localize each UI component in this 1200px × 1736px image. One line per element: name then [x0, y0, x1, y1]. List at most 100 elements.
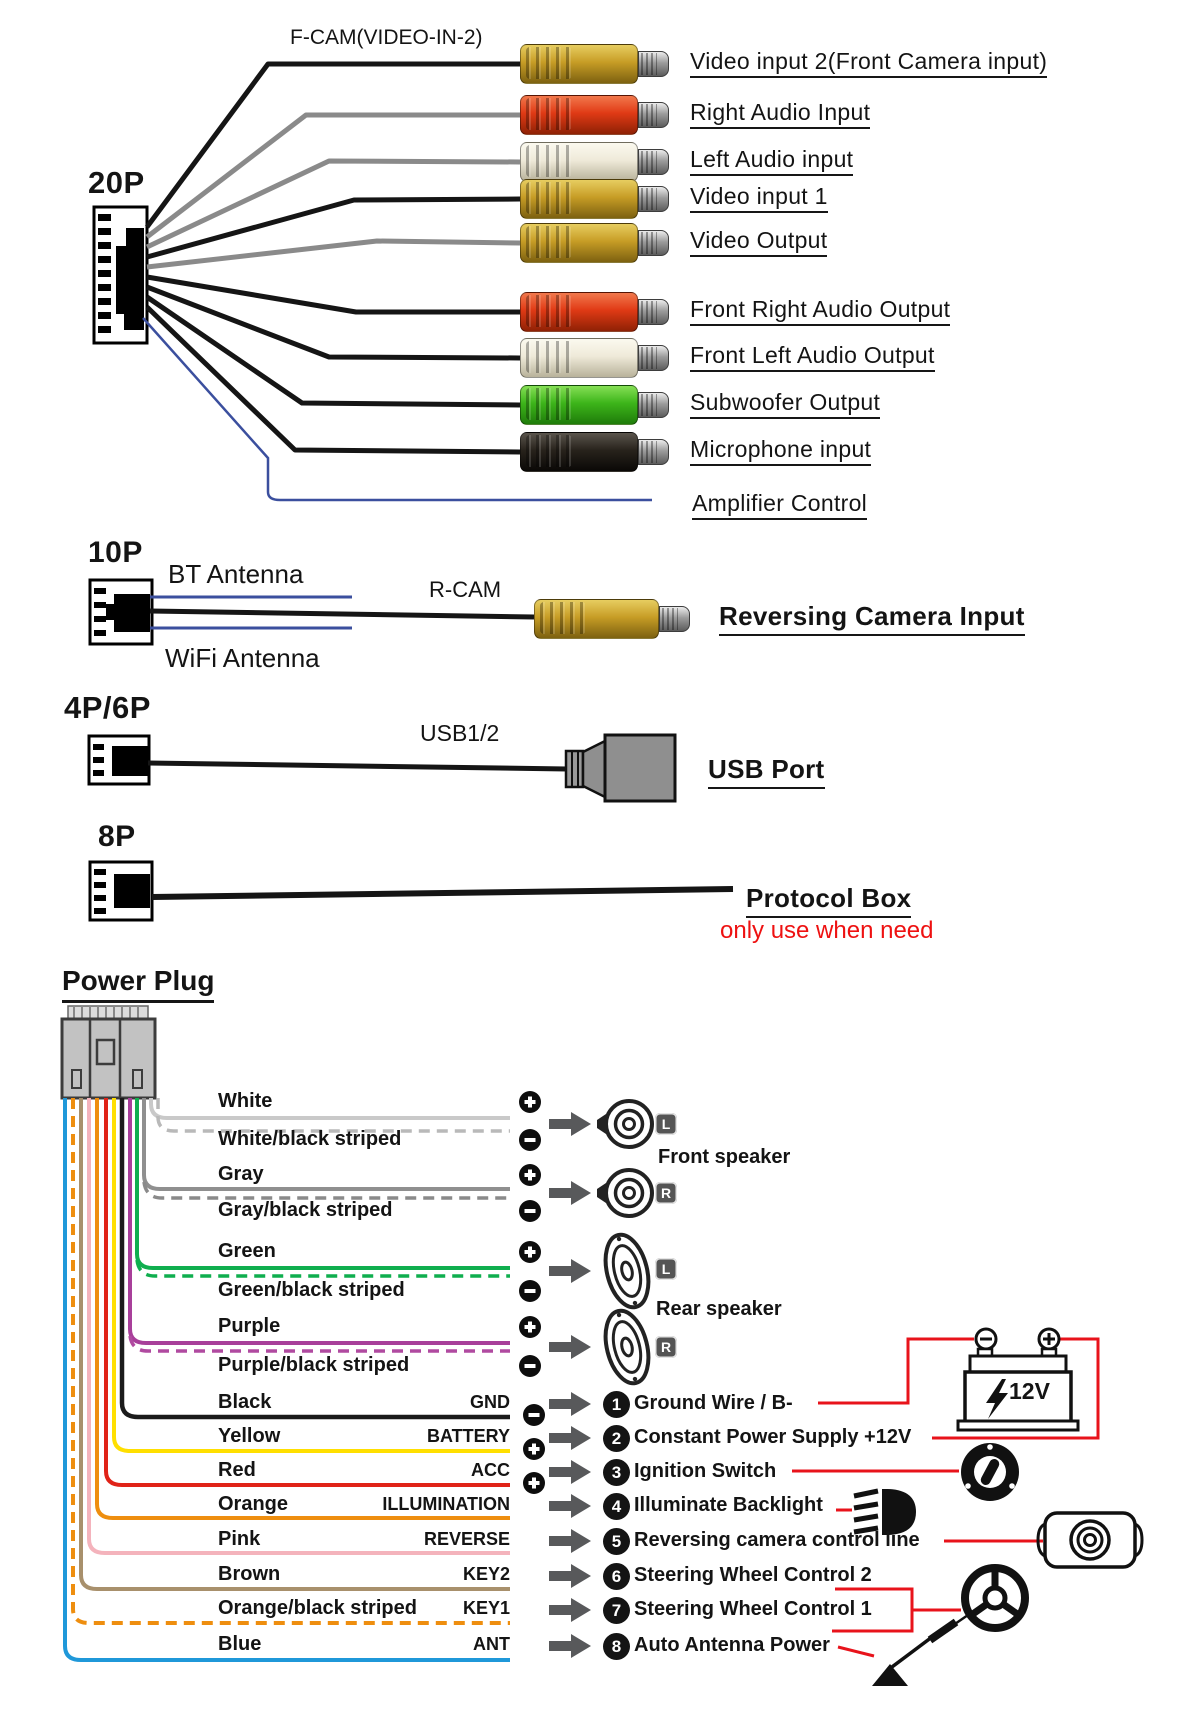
arrow-right-icon: [549, 1494, 591, 1518]
speaker-wire-positive: [135, 1098, 510, 1270]
usb-wire: [147, 760, 568, 772]
ignition-switch-icon: [961, 1443, 1019, 1501]
rca-ridges: [526, 435, 572, 467]
headlight-icon: [853, 1488, 916, 1535]
power-wire-color-label: Blue: [218, 1633, 262, 1655]
item-function-label: Auto Antenna Power: [634, 1634, 830, 1656]
speaker-wire-label-positive: Green: [218, 1240, 276, 1262]
rca-plug-yellow: [520, 44, 669, 84]
rca-body: [520, 179, 638, 219]
connector-4p6p-icon: [87, 734, 151, 786]
power-wire-designation: GND: [470, 1392, 510, 1412]
power-wire-designation: KEY1: [462, 1598, 510, 1618]
protocol-box-wire: [151, 886, 734, 900]
rear-speaker-label: Rear speaker: [656, 1298, 782, 1320]
power-wire-designation: BATTERY: [427, 1426, 510, 1446]
rca-metal-tip: [659, 606, 690, 632]
front-speaker-icon-left: [597, 1099, 654, 1149]
rca-plug-white: [520, 142, 669, 182]
rca-metal-tip: [638, 230, 669, 256]
power-wire-designation: ANT: [473, 1634, 510, 1654]
power-wire-color-label: Pink: [218, 1528, 261, 1550]
arrow-right-icon: [549, 1426, 591, 1450]
power-wire-color-label: Orange: [218, 1493, 289, 1515]
plus-icon-glyph: [524, 1169, 536, 1181]
speaker-wire-label-negative: White/black striped: [218, 1128, 402, 1150]
rca-plug-yellow: [520, 223, 669, 263]
item-function-label: Constant Power Supply +12V: [634, 1426, 912, 1448]
arrow-right-icon: [549, 1112, 591, 1136]
arrow-right-icon: [549, 1634, 591, 1658]
rca-metal-tip: [638, 345, 669, 371]
rca-plug-black: [520, 432, 669, 472]
connector-10p-title: 10P: [88, 536, 143, 569]
power-wire: [79, 1098, 510, 1591]
usb-port-label: USB Port: [708, 754, 825, 789]
speaker-wire-negative: [142, 1181, 510, 1200]
rca-row-label: Subwoofer Output: [690, 389, 881, 420]
rca-body: [520, 385, 638, 425]
usb-plug-icon: [564, 733, 677, 803]
item-function-label: Steering Wheel Control 2: [634, 1564, 872, 1586]
speaker-wire-label-negative: Purple/black striped: [218, 1354, 410, 1376]
rca-metal-tip: [638, 186, 669, 212]
rca-body: [534, 599, 659, 639]
power-wire: [71, 1098, 510, 1625]
steering-wheel-bracket-line: [832, 1587, 961, 1633]
rca-ridges: [526, 388, 572, 420]
channel-badge: R: [655, 1182, 677, 1204]
rca-body: [520, 292, 638, 332]
rca-body: [520, 44, 638, 84]
power-wire-designation: REVERSE: [423, 1529, 510, 1549]
usb-cable-label: USB1/2: [420, 720, 500, 746]
rca-metal-tip: [638, 102, 669, 128]
protocol-box-label: Protocol Box: [746, 883, 912, 918]
rca-row-label: Right Audio Input: [690, 99, 871, 130]
steering-wheel-icon: [961, 1564, 1029, 1632]
arrow-right-icon: [549, 1392, 591, 1416]
power-wire-color-label: Black: [218, 1391, 272, 1413]
rca-metal-tip: [638, 439, 669, 465]
connector-8p-icon: [88, 860, 154, 922]
speaker-wire-positive: [142, 1098, 510, 1191]
rcam-cable-label: R-CAM: [429, 577, 502, 602]
power-wire: [87, 1098, 510, 1555]
power-wire-designation: KEY2: [462, 1564, 510, 1584]
reversing-camera-input-label: Reversing Camera Input: [719, 601, 1025, 636]
rca-row-label: Front Right Audio Output: [690, 296, 951, 327]
speaker-wire-negative: [135, 1259, 510, 1278]
plus-icon-glyph: [528, 1477, 540, 1489]
item-function-label: Ground Wire / B-: [634, 1392, 793, 1414]
battery-to-plus12v-line: [932, 1337, 1100, 1440]
power-wire: [119, 1098, 510, 1420]
connector-20p-title: 20P: [88, 165, 145, 200]
rca-row-label: Video input 2(Front Camera input): [690, 48, 1048, 79]
item-function-label: Illuminate Backlight: [634, 1494, 823, 1516]
power-wire-color-label: Orange/black striped: [218, 1597, 417, 1619]
power-wire-color-label: Brown: [218, 1563, 281, 1585]
arrow-right-icon: [549, 1598, 591, 1622]
rca-plug-yellow: [520, 179, 669, 219]
rca-row-label: Microphone input: [690, 436, 872, 467]
item-number: 5: [603, 1528, 630, 1555]
item-number: 4: [603, 1493, 630, 1520]
rca-metal-tip: [638, 51, 669, 77]
item-number: 8: [603, 1633, 630, 1660]
speaker-wire-label-negative: Gray/black striped: [218, 1199, 393, 1221]
speaker-wire-label-positive: Gray: [218, 1163, 264, 1185]
rca-wire: [145, 305, 521, 455]
rca-metal-tip: [638, 149, 669, 175]
front-speaker-label: Front speaker: [658, 1146, 791, 1168]
rca-ridges: [526, 226, 572, 258]
ground-to-battery-line: [818, 1337, 974, 1405]
connector-20p-icon: [92, 205, 149, 345]
connector-8p-title: 8P: [98, 820, 136, 853]
plus-icon-glyph: [524, 1321, 536, 1333]
item-function-label: Ignition Switch: [634, 1460, 777, 1482]
rca-wire: [145, 294, 521, 408]
rca-wire: [146, 284, 521, 361]
rca-wire: [146, 238, 521, 270]
arrow-right-icon: [549, 1529, 591, 1553]
rca-row-label: Video input 1: [690, 183, 828, 214]
